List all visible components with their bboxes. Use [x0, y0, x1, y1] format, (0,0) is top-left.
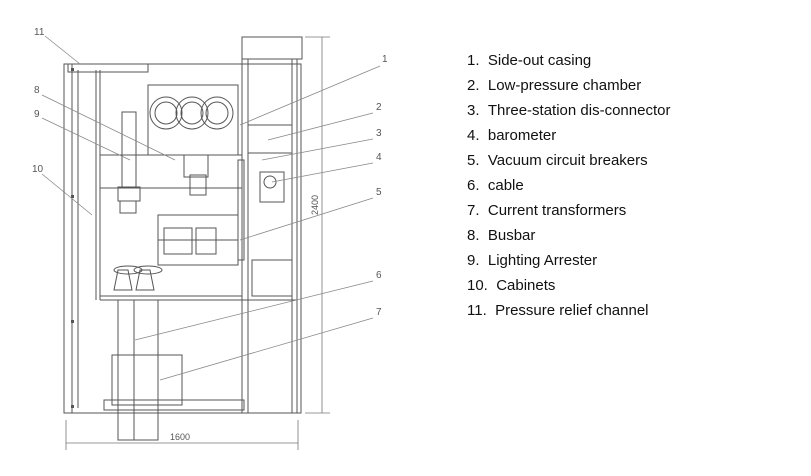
barometer-gauge — [263, 175, 277, 189]
leader-line — [267, 112, 374, 141]
legend-item: 5. Vacuum circuit breakers — [467, 152, 648, 169]
dimension-width-label: 1600 — [170, 432, 190, 442]
callout-5: 5 — [376, 187, 382, 198]
disconnector-mechanism — [259, 171, 285, 203]
legend-item: 10. Cabinets — [467, 277, 556, 294]
leader-line — [159, 317, 374, 381]
leader-line — [239, 197, 374, 241]
cable — [117, 299, 159, 441]
pressure-relief-channel — [67, 63, 149, 73]
legend-item: 6. cable — [467, 177, 524, 194]
lightning-arrester — [121, 111, 137, 188]
leader-line — [44, 35, 81, 65]
dimension-width — [65, 420, 299, 450]
leader-line — [41, 117, 131, 161]
legend-item: 4. barometer — [467, 127, 557, 144]
current-transformer — [113, 269, 133, 291]
leader-line — [41, 173, 93, 216]
cabinet-frame — [63, 63, 302, 414]
busbar-circle — [200, 96, 234, 130]
leader-line — [261, 138, 374, 161]
busbar-compartment — [147, 84, 239, 156]
legend-item: 9. Lighting Arrester — [467, 252, 598, 269]
busbar-circle — [175, 96, 209, 130]
legend-item: 11. Pressure relief channel — [467, 302, 649, 319]
callout-6: 6 — [376, 270, 382, 281]
legend-item: 7. Current transformers — [467, 202, 627, 219]
dimension-height-label: 2400 — [310, 195, 320, 215]
callout-10: 10 — [32, 164, 44, 175]
legend-item: 1. Side-out casing — [467, 52, 592, 69]
callout-4: 4 — [376, 152, 382, 163]
component-legend: 1. Side-out casing 2. Low-pressure chamb… — [467, 48, 670, 323]
callout-2: 2 — [376, 102, 382, 113]
legend-item: 2. Low-pressure chamber — [467, 77, 642, 94]
callout-1: 1 — [382, 54, 388, 65]
legend-item: 3. Three-station dis-connector — [467, 102, 671, 119]
leader-line — [271, 162, 374, 183]
callout-8: 8 — [34, 85, 40, 96]
leader-line — [239, 65, 381, 126]
leader-line — [134, 280, 374, 341]
legend-item: 8. Busbar — [467, 227, 536, 244]
callout-7: 7 — [376, 307, 382, 318]
callout-9: 9 — [34, 109, 40, 120]
leader-line — [41, 94, 176, 161]
callout-3: 3 — [376, 128, 382, 139]
busbar-circle — [149, 96, 183, 130]
current-transformer — [135, 269, 155, 291]
dimension-height — [305, 36, 330, 414]
low-pressure-chamber — [247, 124, 293, 154]
callout-11: 11 — [34, 27, 45, 38]
